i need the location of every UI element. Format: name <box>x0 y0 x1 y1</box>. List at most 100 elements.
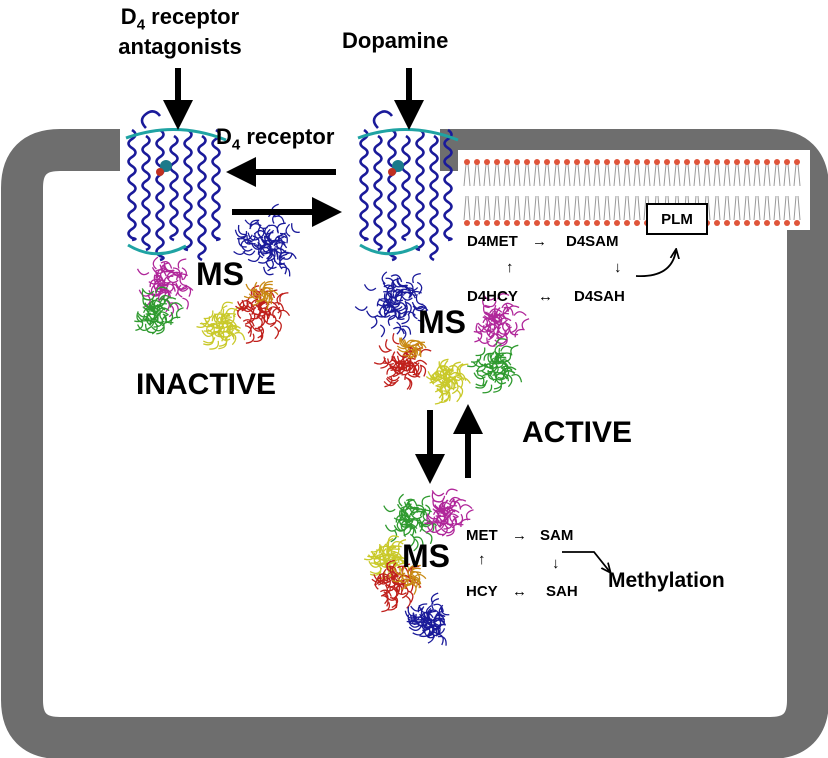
lipid-tail <box>793 195 797 221</box>
plm-arrow <box>635 250 676 277</box>
lipid-tail <box>483 163 487 187</box>
ligand-sphere <box>392 160 404 172</box>
ms-domain <box>424 488 474 537</box>
lipid-head <box>724 159 730 165</box>
lipid-tail <box>667 163 671 187</box>
helix-strand <box>387 128 397 262</box>
helix-strand <box>155 128 165 262</box>
lipid-tail <box>567 163 571 187</box>
lipid-tail <box>507 195 511 221</box>
lipid-tail <box>607 195 611 221</box>
lipid-head <box>524 220 530 226</box>
lipid-head <box>764 159 770 165</box>
lipid-tail <box>707 195 711 221</box>
intracellular-loop <box>127 243 187 256</box>
lipid-tail <box>763 163 767 187</box>
lipid-head <box>614 159 620 165</box>
lipid-tail <box>637 163 641 187</box>
lipid-tail <box>533 163 537 187</box>
lipid-tail <box>613 195 617 221</box>
lipid-tail <box>497 163 501 187</box>
ms-label-active: MS <box>418 304 466 340</box>
lipid-tail <box>583 195 587 221</box>
lipid-head <box>654 159 660 165</box>
lipid-tail <box>617 163 621 187</box>
lipid-tail <box>533 195 537 221</box>
intracellular-loop <box>359 243 419 256</box>
ms-domain <box>233 203 300 277</box>
lipid-tail <box>757 195 761 221</box>
lipid-tail <box>723 163 727 187</box>
lipid-tail <box>603 163 607 187</box>
lipid-tail <box>543 163 547 187</box>
ms-protein-inactive <box>134 203 300 350</box>
lipid-tail <box>783 195 787 221</box>
ms-domain <box>425 358 471 405</box>
lipid-head <box>464 220 470 226</box>
lipid-tail <box>467 195 471 221</box>
ms-domain <box>134 286 184 335</box>
lipid-head <box>794 159 800 165</box>
lipid-tail <box>473 195 477 221</box>
ms-domain <box>391 564 427 596</box>
lipid-head <box>494 220 500 226</box>
helix-strand <box>429 134 439 262</box>
lipid-tail <box>613 163 617 187</box>
lipid-head <box>614 220 620 226</box>
ms-protein-active <box>354 271 530 405</box>
lipid-head <box>514 220 520 226</box>
lipid-tail <box>687 163 691 187</box>
lipid-tail <box>527 163 531 187</box>
lipid-head <box>514 159 520 165</box>
ms-domain <box>196 301 246 350</box>
lipid-head <box>594 220 600 226</box>
lipid-tail <box>753 195 757 221</box>
cell-wall <box>1 129 828 758</box>
lipid-tail <box>637 195 641 221</box>
lipid-head <box>714 220 720 226</box>
lipid-tail <box>737 163 741 187</box>
lipid-tail <box>553 163 557 187</box>
lipid-tail <box>593 163 597 187</box>
lipid-tail <box>743 195 747 221</box>
lipid-head <box>694 159 700 165</box>
lipid-tail <box>563 163 567 187</box>
lipid-tail <box>483 195 487 221</box>
lipid-head <box>524 159 530 165</box>
lipid-tail <box>747 195 751 221</box>
lipid-head <box>664 159 670 165</box>
hcy-sah-arrow: ↔ <box>512 583 527 600</box>
lipid-tail <box>477 195 481 221</box>
helix-strand <box>359 128 369 242</box>
lipid-tail <box>487 195 491 221</box>
ligand-sphere <box>156 168 164 176</box>
lipid-tail <box>477 163 481 187</box>
lipid-tail <box>717 163 721 187</box>
antagonist-label-line1: D4 receptor <box>120 4 240 34</box>
lipid-tail <box>487 163 491 187</box>
lipid-tail <box>683 163 687 187</box>
lipid-tail <box>503 195 507 221</box>
lipid-tail <box>547 195 551 221</box>
lipid-tail <box>527 195 531 221</box>
lipid-tail <box>503 163 507 187</box>
hcy-label: HCY <box>466 583 498 600</box>
lipid-tail <box>517 195 521 221</box>
ligand-sphere <box>388 168 396 176</box>
lipid-head <box>624 159 630 165</box>
d4-receptor-label: D4 receptor <box>216 124 335 154</box>
ms-domain <box>243 280 279 312</box>
lipid-tail <box>563 195 567 221</box>
lipid-tail <box>583 163 587 187</box>
lipid-tail <box>523 163 527 187</box>
lipid-head <box>634 220 640 226</box>
n-terminus-coil <box>140 110 162 129</box>
lipid-tail <box>603 195 607 221</box>
lipid-head <box>584 220 590 226</box>
lipid-tail <box>733 195 737 221</box>
lipid-tail <box>713 163 717 187</box>
lipid-tail <box>617 195 621 221</box>
ligand-sphere <box>160 160 172 172</box>
